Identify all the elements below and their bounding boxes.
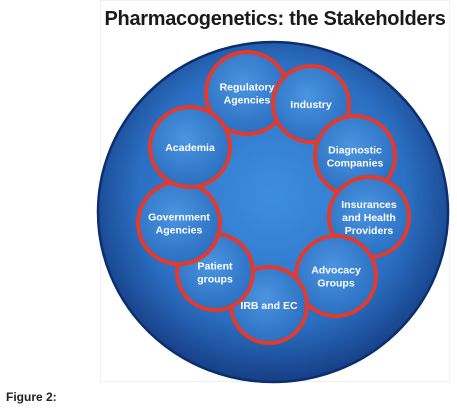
node-label: Diagnostic — [328, 145, 382, 157]
diagram-title: Pharmacogenetics: the Stakeholders — [104, 8, 446, 30]
node-label: IRB and EC — [240, 300, 298, 312]
figure-caption: Figure 2: — [6, 390, 57, 404]
node-label: Agencies — [224, 95, 271, 107]
node-label: Regulatory — [220, 82, 275, 94]
node-label: groups — [197, 274, 233, 286]
node-label: Companies — [327, 158, 384, 170]
node-label: Advocacy — [311, 265, 361, 277]
node-label: Academia — [165, 142, 215, 154]
node-circle — [148, 105, 232, 189]
node-academia: Academia — [148, 105, 232, 189]
node-label: Groups — [317, 278, 354, 290]
node-label: Agencies — [156, 225, 203, 237]
node-label: Industry — [290, 99, 332, 111]
node-label: Patient — [197, 261, 233, 273]
node-label: Insurances — [341, 199, 397, 211]
node-label: Providers — [345, 225, 394, 237]
node-label: Government — [148, 212, 210, 224]
node-label: and Health — [342, 212, 396, 224]
